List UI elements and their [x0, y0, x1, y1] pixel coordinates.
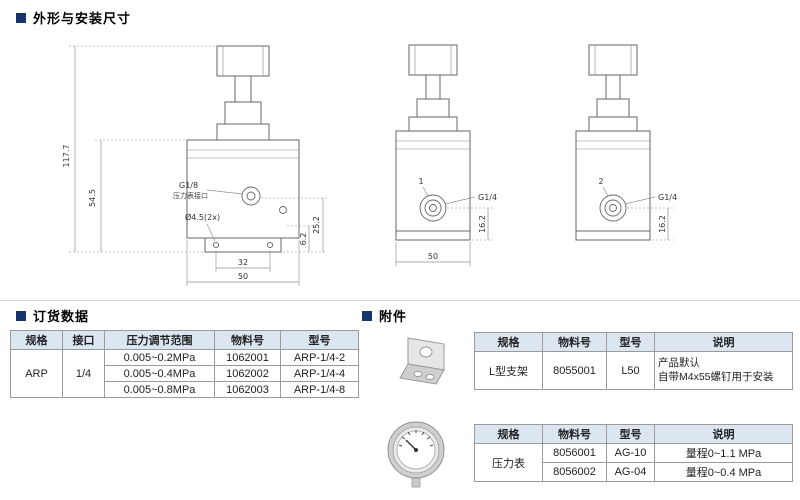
material-cell: 1062002 — [214, 365, 281, 382]
dimension-lines: 117.7 54.5 G1/8 压力表接口 Ø4.5(2x) 6.2 25.2 … — [62, 45, 327, 286]
model-cell: ARP-1/4-2 — [280, 349, 359, 366]
model-cell: ARP-1/4-8 — [280, 381, 359, 398]
pressure-gauge-image — [387, 421, 445, 488]
column-header-spec: 规格 — [474, 424, 543, 444]
column-header-model: 型号 — [606, 332, 655, 352]
column-header-model: 型号 — [606, 424, 655, 444]
dimensions-section-header: 外形与安装尺寸 — [16, 8, 131, 27]
material-cell: 8056002 — [542, 462, 607, 482]
regulator-side-view-2-drawing: 2 G1/4 16.2 — [575, 44, 677, 241]
port-number-label: 2 — [598, 177, 603, 186]
regulator-front-view-drawing: 117.7 54.5 G1/8 压力表接口 Ø4.5(2x) 6.2 25.2 … — [62, 45, 327, 286]
column-header-spec: 规格 — [474, 332, 543, 352]
desc-cell: 量程0~0.4 MPa — [654, 462, 793, 482]
column-header-material: 物料号 — [214, 330, 281, 350]
port-thread-label: G1/4 — [478, 193, 497, 202]
section-bullet-icon — [362, 310, 372, 321]
table-row: 0.005~0.8MPa 1062003 ARP-1/4-8 — [11, 381, 359, 398]
material-cell: 8055001 — [542, 351, 607, 390]
table-row: L型支架 8055001 L50 产品默认 自带M4x55螺钉用于安装 — [474, 351, 793, 390]
table-row: 0.005~0.4MPa 1062002 ARP-1/4-4 — [11, 365, 359, 382]
column-header-range: 压力调节范围 — [104, 330, 215, 350]
dim-width-label: 50 — [238, 272, 248, 281]
ordering-table: 规格 接口 压力调节范围 物料号 型号 ARP 1/4 0.005~0.2MPa… — [10, 330, 359, 398]
model-cell: ARP-1/4-4 — [280, 365, 359, 382]
desc-cell: 产品默认 自带M4x55螺钉用于安装 — [654, 351, 793, 390]
port-thread-label: G1/4 — [658, 193, 677, 202]
column-header-material: 物料号 — [542, 332, 607, 352]
table-row: ARP 1/4 0.005~0.2MPa 1062001 ARP-1/4-2 — [10, 349, 359, 398]
dimension-lines: 1 G1/4 16.2 50 — [395, 177, 497, 266]
desc-line-1: 产品默认 — [658, 356, 700, 369]
material-cell: 8056001 — [542, 443, 607, 463]
spec-cell: 压力表 — [474, 443, 543, 482]
table-header-row: 规格 接口 压力调节范围 物料号 型号 — [10, 330, 359, 350]
column-header-desc: 说明 — [654, 332, 793, 352]
regulator-side-view-1-drawing: 1 G1/4 16.2 50 — [395, 44, 497, 266]
column-header-model: 型号 — [280, 330, 359, 350]
model-cell: AG-04 — [606, 462, 655, 482]
gauge-table: 规格 物料号 型号 说明 压力表 8056001 AG-10 量程0~1.1 M… — [474, 424, 793, 482]
range-cell: 0.005~0.4MPa — [104, 365, 215, 382]
port-number-label: 1 — [418, 177, 423, 186]
table-header-row: 规格 物料号 型号 说明 — [474, 424, 793, 444]
port-cell: 1/4 — [62, 349, 105, 398]
dim-port-height-label: 16.2 — [658, 215, 667, 233]
dimensions-section-title: 外形与安装尺寸 — [33, 11, 132, 26]
regulator-outline — [395, 44, 471, 241]
accessories-section-title: 附件 — [379, 309, 408, 324]
material-cell: 1062003 — [214, 381, 281, 398]
dimension-lines: 2 G1/4 16.2 — [598, 177, 677, 241]
material-cell: 1062001 — [214, 349, 281, 366]
range-cell: 0.005~0.8MPa — [104, 381, 215, 398]
model-cell: L50 — [606, 351, 655, 390]
table-header-row: 规格 物料号 型号 说明 — [474, 332, 793, 352]
dim-body-height-label: 54.5 — [88, 189, 97, 207]
dim-total-height-label: 117.7 — [62, 145, 71, 168]
dim-hole-offset-label: 6.2 — [299, 233, 308, 246]
l-bracket-image — [399, 337, 445, 385]
spec-cell: ARP — [10, 349, 63, 398]
desc-line-2: 自带M4x55螺钉用于安装 — [658, 370, 774, 383]
column-header-desc: 说明 — [654, 424, 793, 444]
regulator-outline — [575, 44, 651, 241]
column-header-material: 物料号 — [542, 424, 607, 444]
table-row: 8056002 AG-04 量程0~0.4 MPa — [475, 462, 793, 482]
ordering-section-title: 订货数据 — [33, 309, 90, 324]
bracket-table: 规格 物料号 型号 说明 L型支架 8055001 L50 产品默认 自带M4x… — [474, 332, 793, 390]
dim-port-offset-label: 25.2 — [312, 216, 321, 234]
desc-cell: 量程0~1.1 MPa — [654, 443, 793, 463]
section-divider — [0, 300, 800, 301]
section-bullet-icon — [16, 310, 26, 321]
accessories-section-header: 附件 — [362, 306, 407, 325]
dim-width-label: 50 — [428, 252, 438, 261]
range-cell: 0.005~0.2MPa — [104, 349, 215, 366]
column-header-spec: 规格 — [10, 330, 63, 350]
model-cell: AG-10 — [606, 443, 655, 463]
regulator-outline — [186, 45, 300, 253]
dim-hole-spacing-label: 32 — [238, 258, 248, 267]
spec-cell: L型支架 — [474, 351, 543, 390]
column-header-port: 接口 — [62, 330, 105, 350]
hole-diameter-label: Ø4.5(2x) — [185, 212, 220, 222]
gauge-port-note: 压力表接口 — [173, 191, 208, 200]
gauge-port-label: G1/8 — [179, 181, 198, 190]
dim-port-height-label: 16.2 — [478, 215, 487, 233]
ordering-section-header: 订货数据 — [16, 306, 89, 325]
section-bullet-icon — [16, 12, 26, 23]
table-row: 压力表 8056001 AG-10 量程0~1.1 MPa — [474, 443, 793, 482]
